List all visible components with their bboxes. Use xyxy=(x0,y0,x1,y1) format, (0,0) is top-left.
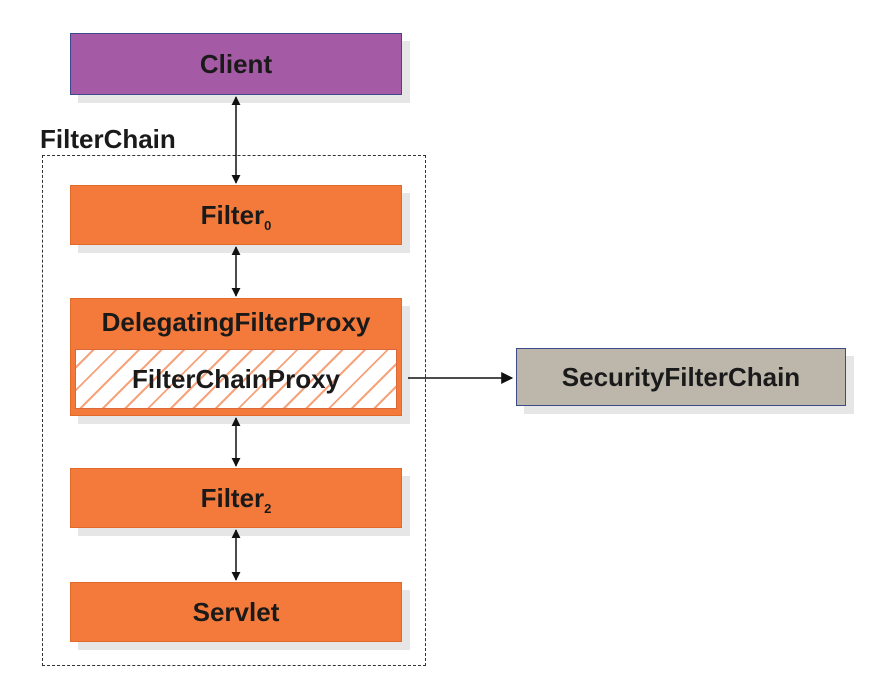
filter2-name: Filter xyxy=(200,482,265,513)
filter2-subscript: 2 xyxy=(264,500,272,516)
filter-chain-proxy-label: FilterChainProxy xyxy=(131,363,341,394)
security-filter-chain-box: SecurityFilterChain xyxy=(516,348,846,406)
filter0-label: Filter0 xyxy=(200,199,272,233)
security-filter-chain-label: SecurityFilterChain xyxy=(561,361,801,392)
filter0-name: Filter xyxy=(200,199,265,230)
filter-chain-proxy-box: FilterChainProxy xyxy=(75,349,397,409)
filter0-box: Filter0 xyxy=(70,185,402,245)
delegating-filter-proxy-label: DelegatingFilterProxy xyxy=(101,306,371,337)
filter2-label: Filter2 xyxy=(200,482,272,516)
filter0-subscript: 0 xyxy=(264,217,272,233)
client-box: Client xyxy=(70,33,402,95)
servlet-box: Servlet xyxy=(70,582,402,642)
filter-chain-label: FilterChain xyxy=(38,124,178,154)
servlet-label: Servlet xyxy=(192,596,280,627)
filter2-box: Filter2 xyxy=(70,468,402,528)
client-label: Client xyxy=(199,48,273,79)
